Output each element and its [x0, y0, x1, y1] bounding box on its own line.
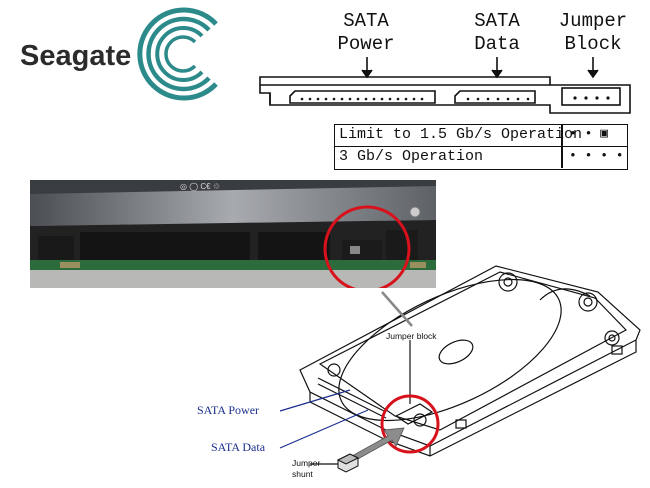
row-label-3gbps: 3 Gb/s Operation — [339, 148, 484, 165]
jumper-block-callout: Jumper block — [386, 331, 437, 341]
sata-power-top-label: SATA Power — [337, 10, 395, 55]
sata-power-callout: SATA Power — [197, 403, 260, 417]
jumper-shunt-icon — [336, 453, 360, 473]
column-divider — [561, 125, 563, 146]
drive-connector-photo: ◎ ◯ C€ ♲ — [30, 180, 436, 288]
sata-data-callout: SATA Data — [211, 440, 266, 454]
table-row: Limit to 1.5 Gb/s Operation • • ▣ — [335, 125, 627, 147]
jumper-shunt-callout: Jumper shunt — [292, 458, 321, 479]
seagate-logo-text: Seagate — [20, 40, 132, 72]
jumper-pins-1-5gbps: • • ▣ — [569, 126, 609, 141]
row-label-1-5gbps: Limit to 1.5 Gb/s Operation — [339, 126, 583, 143]
svg-text:◎ ◯ C€ ♲: ◎ ◯ C€ ♲ — [180, 182, 220, 191]
seagate-logo-swirl-icon — [137, 7, 218, 101]
jumper-pins-3gbps: • • • • — [569, 148, 624, 163]
jumper-block-top-label: Jumper Block — [558, 10, 628, 55]
sata-data-top-label: SATA Data — [474, 10, 520, 55]
table-row: 3 Gb/s Operation • • • • — [335, 147, 627, 168]
jumper-settings-table: Limit to 1.5 Gb/s Operation • • ▣ 3 Gb/s… — [334, 124, 628, 170]
connector-outline-drawing — [259, 57, 631, 114]
column-divider — [561, 147, 563, 168]
